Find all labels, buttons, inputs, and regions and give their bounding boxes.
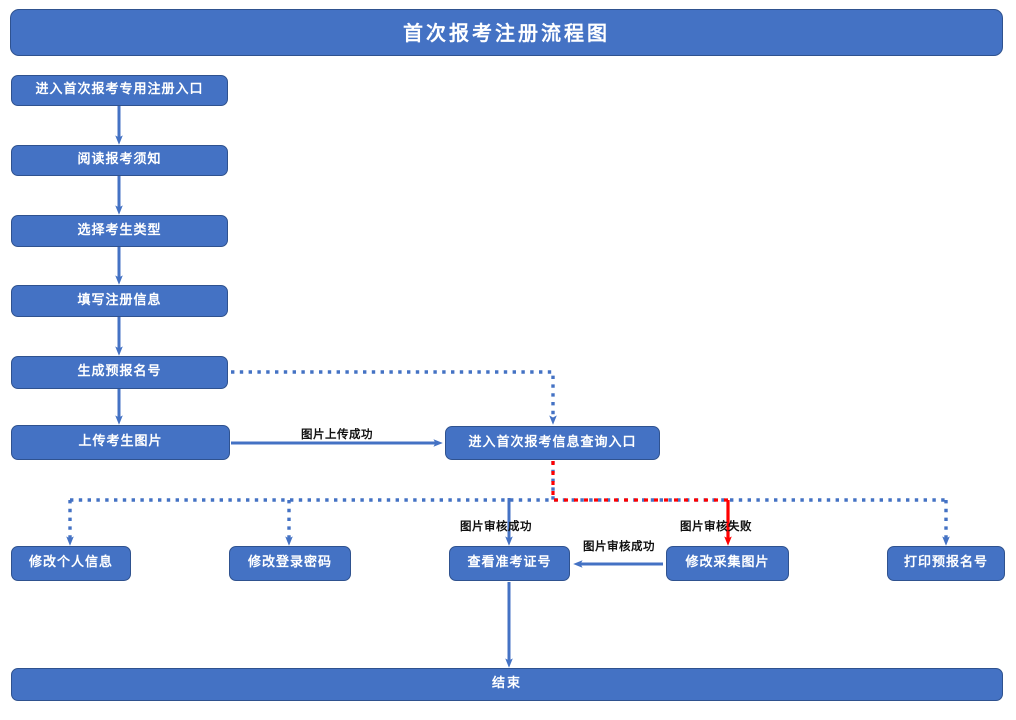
node-reupload-photo[interactable]: 修改采集图片 — [666, 546, 789, 581]
node-read-instructions[interactable]: 阅读报考须知 — [11, 145, 228, 176]
connector-prereg-to-query-dotted — [231, 370, 557, 425]
flowchart-title: 首次报考注册流程图 — [10, 9, 1003, 56]
node-fill-registration-info[interactable]: 填写注册信息 — [11, 285, 228, 317]
node-upload-photo[interactable]: 上传考生图片 — [11, 425, 230, 460]
connector-query-red-dashed — [551, 461, 728, 502]
node-generate-prereg-number[interactable]: 生成预报名号 — [11, 356, 228, 389]
edge-label-review-success-main: 图片审核成功 — [460, 519, 532, 533]
node-register-entry[interactable]: 进入首次报考专用注册入口 — [11, 75, 228, 106]
node-select-candidate-type[interactable]: 选择考生类型 — [11, 215, 228, 247]
node-query-entry[interactable]: 进入首次报考信息查询入口 — [445, 426, 660, 460]
edge-label-review-failed: 图片审核失败 — [680, 519, 752, 533]
node-view-exam-number[interactable]: 查看准考证号 — [449, 546, 570, 581]
edge-label-review-success-retry: 图片审核成功 — [583, 539, 655, 553]
node-edit-profile[interactable]: 修改个人信息 — [11, 546, 131, 581]
node-print-prereg-number[interactable]: 打印预报名号 — [887, 546, 1005, 581]
node-change-password[interactable]: 修改登录密码 — [229, 546, 351, 581]
node-end: 结束 — [11, 668, 1003, 701]
edge-label-upload-success: 图片上传成功 — [301, 427, 373, 441]
